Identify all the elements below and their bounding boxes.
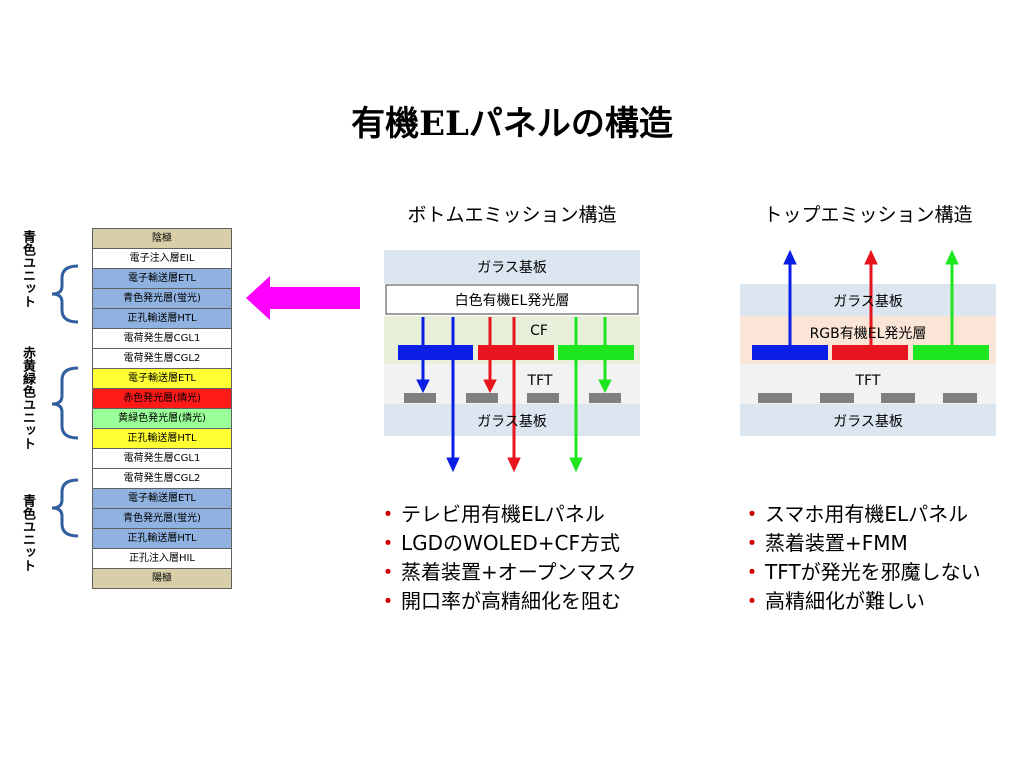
- unit-label-blue-bottom: 青色ユニット: [20, 494, 35, 572]
- brace-blue-top: [51, 264, 79, 324]
- bottom-cf-red: [478, 345, 554, 360]
- bottom-arrow-red-short: [483, 317, 497, 394]
- top-oled-blue: [752, 345, 828, 360]
- layer-row: 電子輸送層ETL: [92, 488, 232, 508]
- bullet-marker: ・: [742, 589, 762, 613]
- top-tft-block: [820, 393, 854, 403]
- bottom-arrow-blue-long: [446, 317, 460, 473]
- top-rgb-oled-label: RGB有機EL発光層: [809, 326, 927, 342]
- top-tft-block: [943, 393, 977, 403]
- layer-row: 陽極: [92, 568, 232, 589]
- bottom-glass-bottom: [384, 404, 640, 436]
- layer-row: 正孔輸送層HTL: [92, 428, 232, 448]
- bullet-item: ・LGDのWOLED+CF方式: [378, 531, 620, 555]
- bullet-item: ・TFTが発光を邪魔しない: [742, 560, 981, 584]
- layer-row: 電子輸送層ETL: [92, 368, 232, 388]
- bottom-tft-block: [589, 393, 621, 403]
- layer-row: 電子輸送層ETL: [92, 268, 232, 288]
- top-arrow-blue: [783, 249, 797, 345]
- bullet-marker: ・: [378, 502, 398, 526]
- bottom-tft-block: [404, 393, 436, 403]
- top-tft-block: [881, 393, 915, 403]
- bottom-emission-bullets: ・テレビ用有機ELパネル ・LGDのWOLED+CF方式 ・蒸着装置+オープンマ…: [378, 500, 637, 616]
- top-glass-top-label: ガラス基板: [833, 294, 903, 310]
- bottom-arrow-blue-short: [416, 317, 430, 394]
- bottom-cf-blue: [398, 345, 473, 360]
- bullet-marker: ・: [378, 531, 398, 555]
- top-emission-title: トップエミッション構造: [763, 204, 973, 226]
- layer-row: 電荷発生層CGL2: [92, 348, 232, 368]
- bullet-item: ・高精細化が難しい: [742, 589, 925, 613]
- bottom-glass-bottom-label: ガラス基板: [477, 414, 547, 430]
- bullet-item: ・蒸着装置+オープンマスク: [378, 560, 637, 584]
- top-glass-bottom: [740, 404, 996, 436]
- bottom-emission-title: ボトムエミッション構造: [407, 204, 617, 226]
- top-tft-block: [758, 393, 792, 403]
- bottom-tft-block: [466, 393, 498, 403]
- layer-row: 電子注入層EIL: [92, 248, 232, 268]
- unit-label-blue-top: 青色ユニット: [20, 230, 35, 308]
- layer-row: 正孔注入層HIL: [92, 548, 232, 568]
- layer-row: 電荷発生層CGL2: [92, 468, 232, 488]
- magenta-pointer-arrow: [246, 276, 360, 320]
- unit-label-ryg: 赤黄緑色ユニット: [20, 346, 35, 450]
- bullet-item: ・開口率が高精細化を阻む: [378, 589, 621, 613]
- bottom-cf-label: CF: [530, 323, 548, 339]
- layer-row: 青色発光層(蛍光): [92, 288, 232, 308]
- top-oled-red: [832, 345, 908, 360]
- bottom-glass-top-label: ガラス基板: [477, 260, 547, 276]
- layer-row: 赤色発光層(燐光): [92, 388, 232, 408]
- top-tft-label: TFT: [855, 373, 881, 389]
- layer-row: 正孔輸送層HTL: [92, 528, 232, 548]
- bullet-marker: ・: [742, 502, 762, 526]
- bottom-arrow-green-long: [569, 317, 583, 473]
- layer-row: 青色発光層(蛍光): [92, 508, 232, 528]
- bullet-marker: ・: [378, 560, 398, 584]
- top-arrow-green: [945, 249, 959, 345]
- layer-row: 黄緑色発光層(燐光): [92, 408, 232, 428]
- bullet-item: ・蒸着装置+FMM: [742, 531, 908, 555]
- bullet-marker: ・: [742, 531, 762, 555]
- top-emission-bullets: ・スマホ用有機ELパネル ・蒸着装置+FMM ・TFTが発光を邪魔しない ・高精…: [742, 500, 981, 616]
- bottom-white-oled: [385, 284, 639, 315]
- bottom-cf-green: [558, 345, 634, 360]
- brace-blue-bottom: [51, 478, 79, 538]
- bottom-arrow-red-long: [507, 317, 521, 473]
- bullet-item: ・テレビ用有機ELパネル: [378, 502, 605, 526]
- top-oled-green: [913, 345, 989, 360]
- page-title: 有機ELパネルの構造: [351, 104, 673, 144]
- bullet-marker: ・: [378, 589, 398, 613]
- layer-row: 電荷発生層CGL1: [92, 448, 232, 468]
- top-glass-bottom-label: ガラス基板: [833, 414, 903, 430]
- bottom-arrow-green-short: [598, 317, 612, 394]
- brace-ryg: [51, 366, 79, 440]
- bottom-tft-label: TFT: [527, 373, 553, 389]
- bottom-glass-top: [384, 250, 640, 284]
- bullet-item: ・スマホ用有機ELパネル: [742, 502, 969, 526]
- bottom-tft-block: [527, 393, 559, 403]
- top-arrow-red: [864, 249, 878, 345]
- bottom-white-oled-label: 白色有機EL発光層: [454, 293, 570, 309]
- layer-row: 陰極: [92, 228, 232, 248]
- bullet-marker: ・: [742, 560, 762, 584]
- layer-row: 正孔輸送層HTL: [92, 308, 232, 328]
- layer-row: 電荷発生層CGL1: [92, 328, 232, 348]
